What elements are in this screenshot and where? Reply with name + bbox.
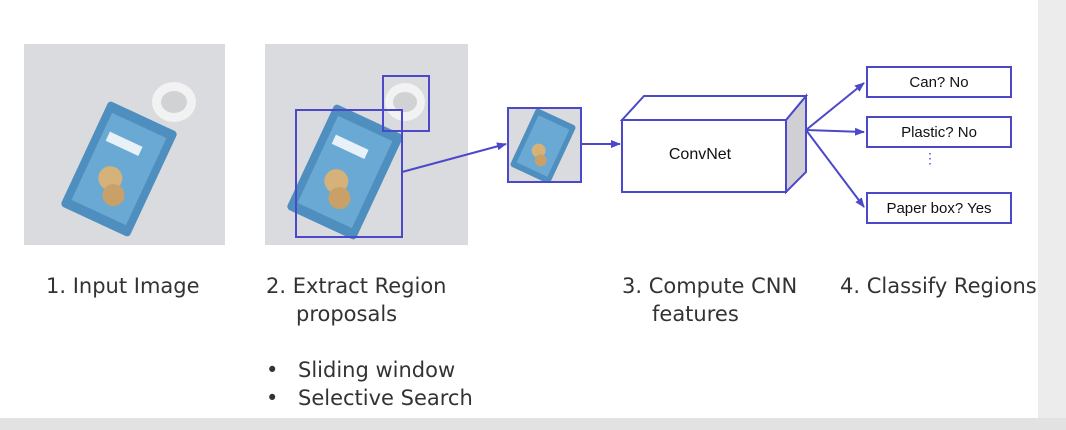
arrow-to-crop bbox=[401, 142, 507, 173]
classification-can: Can? No bbox=[866, 66, 1012, 98]
cropped-region-image bbox=[509, 108, 581, 182]
proposal-box-package bbox=[295, 109, 403, 238]
package-and-cap-image bbox=[265, 44, 468, 245]
step-2-label-line2: proposals bbox=[296, 302, 398, 326]
step-4-label: 4. Classify Regions bbox=[840, 274, 1037, 298]
list-item: Sliding window bbox=[262, 356, 473, 384]
proposal-methods-list: Sliding window Selective Search bbox=[262, 356, 473, 412]
classification-paper-box: Paper box? Yes bbox=[866, 192, 1012, 224]
step-3-label-line1: 3. Compute CNN bbox=[622, 274, 798, 298]
input-image bbox=[24, 44, 225, 245]
step-2-caption: 2. Extract Region proposals bbox=[266, 272, 447, 328]
classification-plastic: Plastic? No bbox=[866, 116, 1012, 148]
package-and-cap-image bbox=[24, 44, 225, 245]
proposal-box-cap bbox=[382, 75, 430, 132]
step-1-label: 1. Input Image bbox=[46, 274, 200, 298]
step-3-label-line2: features bbox=[652, 302, 739, 326]
region-proposal-image bbox=[265, 44, 468, 245]
list-item: Selective Search bbox=[262, 384, 473, 412]
step-3-caption: 3. Compute CNN features bbox=[622, 272, 797, 328]
side-margin bbox=[1038, 0, 1066, 430]
cropped-package-image bbox=[509, 108, 581, 182]
step-1-caption: 1. Input Image bbox=[46, 272, 200, 300]
arrow-to-plastic bbox=[805, 127, 865, 136]
bottom-margin bbox=[0, 418, 1066, 430]
arrow-to-can bbox=[805, 82, 865, 131]
convnet-block bbox=[619, 93, 809, 195]
convnet-label: ConvNet bbox=[668, 146, 732, 163]
arrow-to-paper-box bbox=[805, 129, 865, 208]
ellipsis-icon: ⋮ bbox=[923, 150, 937, 166]
cropped-region-border bbox=[507, 107, 582, 183]
step-2-label-line1: 2. Extract Region bbox=[266, 274, 447, 298]
step-4-caption: 4. Classify Regions bbox=[840, 272, 1037, 300]
